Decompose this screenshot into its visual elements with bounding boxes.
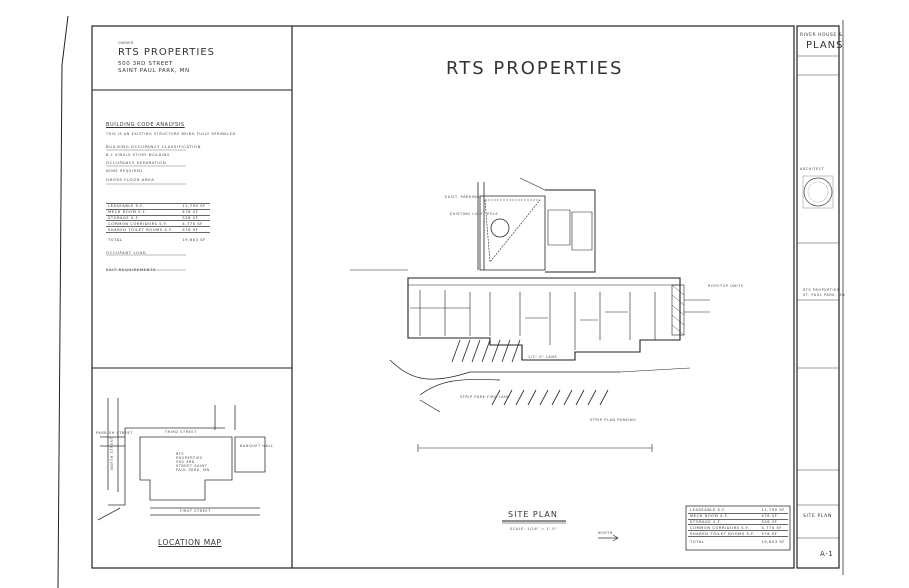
company-name: RTS PROPERTIES: [118, 47, 215, 58]
table-row: COMMON CORRIDORS S.F.4,770 SF: [106, 220, 210, 227]
site-plan-scale: SCALE: 1/16" = 1'-0": [510, 527, 558, 531]
location-map-property-label: RTS PROPERTIES 500 3RD STREET SAINT PAUL…: [176, 452, 210, 472]
occupancy-separation-text: NONE REQUIRED: [106, 169, 143, 173]
table-row: MECH ROOM S.F.476 SF: [106, 208, 210, 216]
owner-label: OWNER: [118, 41, 135, 45]
sheet-title: SITE PLAN: [803, 514, 832, 519]
street-label-first: FIRST STREET: [180, 509, 211, 513]
location-map-title: LOCATION MAP: [158, 538, 222, 547]
code-area-table: LEASEABLE S.F.11,790 SF MECH ROOM S.F.47…: [106, 203, 210, 243]
table-row: STORAGE S.F.526 SF: [106, 214, 210, 221]
site-plan-drawing: [350, 177, 710, 452]
table-row: STORAGE S.F.526 SF: [688, 518, 788, 525]
street-label-parrish: PARRISH STREET: [96, 431, 133, 435]
site-note-6: ROOFTOP UNITS: [708, 284, 744, 288]
firm-name-line1: RIVER HOUSE &: [800, 33, 843, 38]
code-analysis-heading: BUILDING CODE ANALYSIS: [106, 122, 185, 128]
site-note-1: EXIST. PARKING: [445, 195, 480, 199]
site-note-2: EXISTING LIGHT POLE: [450, 212, 499, 216]
site-note-3: 1/2"-0" LANE: [528, 355, 558, 359]
location-map-drawing: [97, 398, 266, 521]
occupancy-classification-title: BUILDING OCCUPANCY CLASSIFICATION: [106, 144, 202, 149]
project-name: RTS PROPERTIES: [803, 288, 840, 292]
site-plan-title: SITE PLAN: [508, 510, 558, 519]
site-note-4: STRIP PARK FIRE LANE: [460, 395, 510, 399]
site-area-table: LEASEABLE S.F.11,790 SF MECH ROOM S.F.47…: [688, 508, 788, 545]
north-arrow-label: NORTH: [598, 531, 613, 535]
table-row: LEASEABLE S.F.11,790 SF: [106, 203, 210, 210]
firm-name-line2: PLANS: [806, 40, 844, 51]
table-row: SHARED TOILET ROOMS S.F.576 SF: [688, 530, 788, 537]
architect-label: ARCHITECT: [800, 167, 825, 171]
location-map-banquet-label: BANQUET HALL: [240, 444, 274, 448]
project-city: ST. PAUL PARK, MN: [803, 293, 846, 297]
gross-floor-area-title: GROSS FLOOR AREA: [106, 177, 155, 182]
occupancy-separation-title: OCCUPANCY SEPARATION: [106, 160, 167, 165]
exit-requirements-title: EXIT REQUIREMENTS: [106, 267, 157, 272]
sheet-number: A-1: [820, 550, 834, 558]
address-line2: SAINT PAUL PARK, MN: [118, 68, 190, 74]
table-row: SHARED TOILET ROOMS S.F.576 SF: [106, 226, 210, 233]
street-label-north: NORTH STREET: [110, 436, 114, 470]
table-row: COMMON CORRIDORS S.F.4,770 SF: [688, 524, 788, 531]
occupancy-classification-text: B-1 SINGLE STORY BUILDING: [106, 153, 170, 157]
address-line1: 500 3RD STREET: [118, 61, 173, 67]
code-analysis-intro: THIS IS AN EXISTING STRUCTURE BEING FULL…: [106, 132, 236, 136]
site-note-5: STRIP PLAN PARKING: [590, 418, 637, 422]
drawing-title: RTS PROPERTIES: [446, 58, 624, 79]
table-row: LEASEABLE S.F.11,790 SF: [690, 508, 785, 513]
street-label-third: THIRD STREET: [165, 430, 197, 434]
occupant-load-title: OCCUPANT LOAD: [106, 250, 147, 255]
table-row: MECH ROOM S.F.476 SF: [688, 512, 788, 520]
